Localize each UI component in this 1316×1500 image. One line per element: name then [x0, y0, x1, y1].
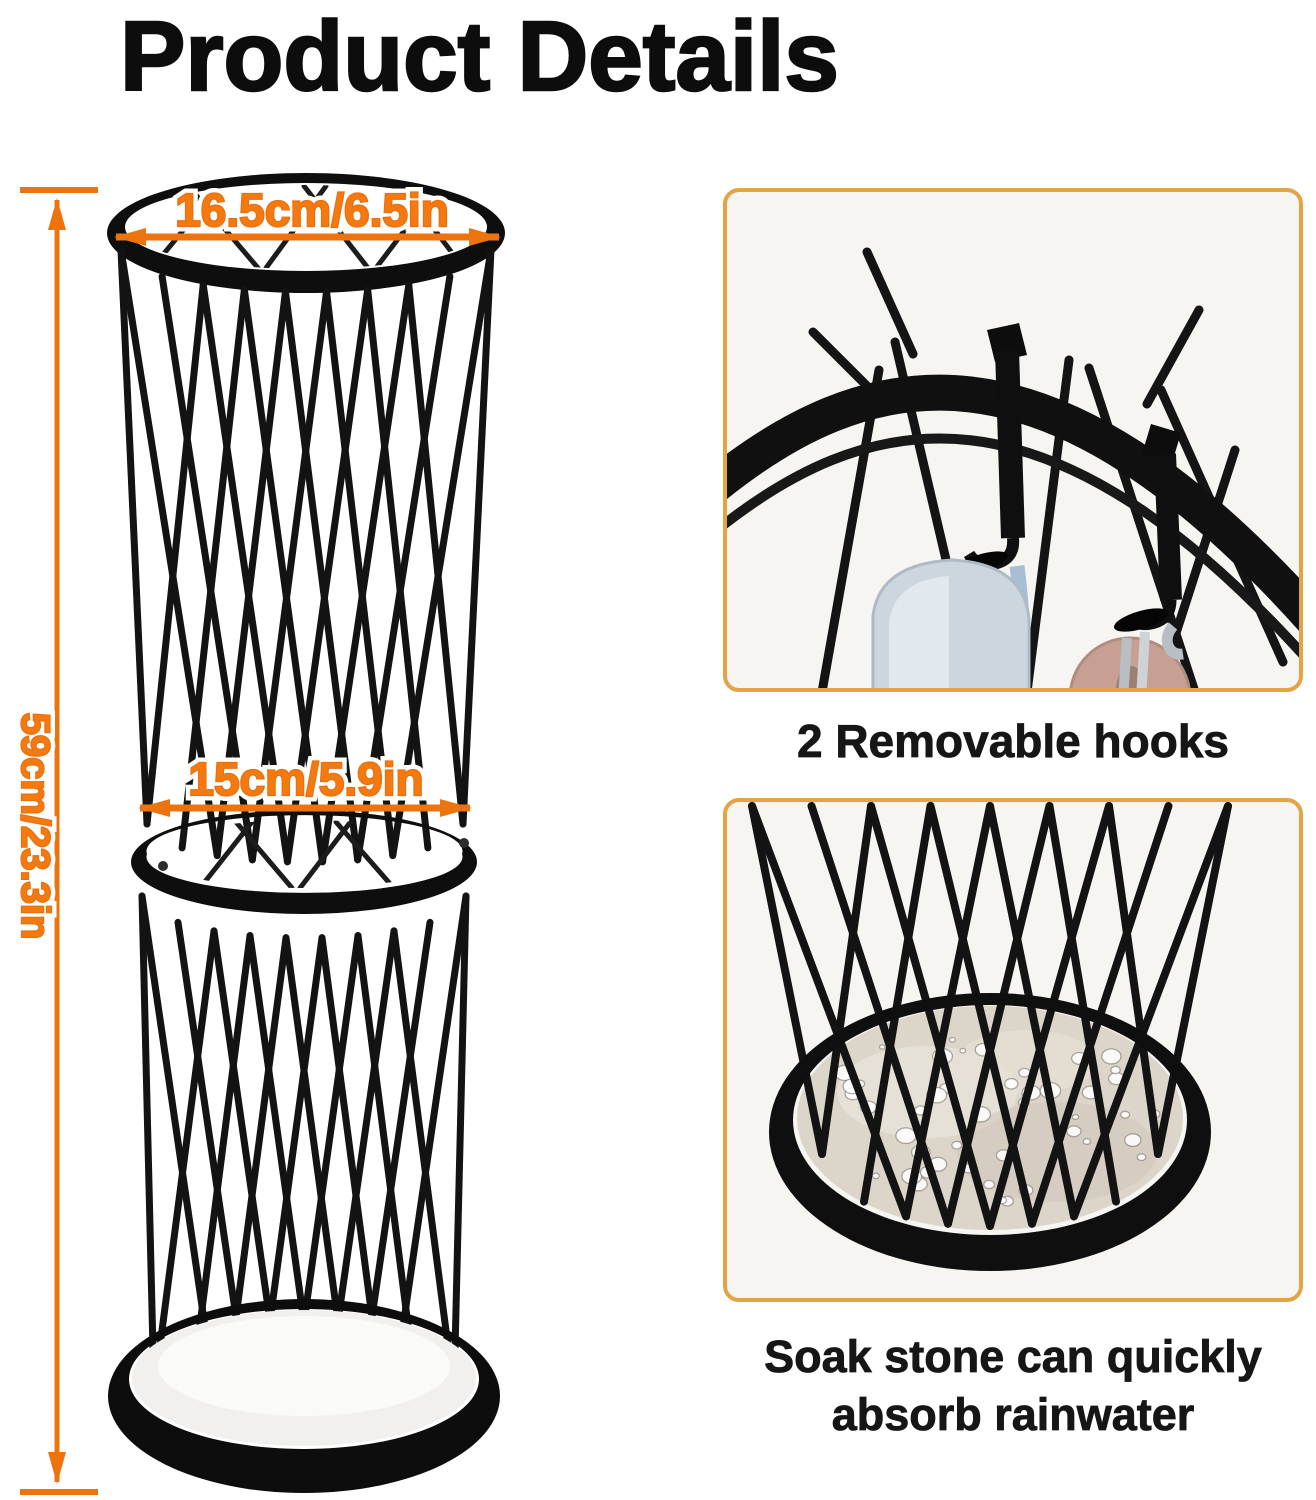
hooks-closeup-photo	[727, 247, 1299, 688]
height-label: 59cm/23.3in	[13, 713, 57, 940]
right-hook-clip	[1113, 608, 1169, 632]
upper-wire-lattice	[117, 246, 495, 866]
middle-opening-back-wires	[197, 820, 395, 888]
umbrella-cap-highlight	[889, 576, 949, 688]
base-closeup-photo	[748, 802, 1232, 1271]
base-cage-wires	[748, 802, 1232, 1230]
left-hook-strap	[995, 349, 1025, 539]
height-label-outline: 59cm/23.3in	[13, 713, 57, 940]
middle-ring	[130, 809, 477, 915]
stone-caption: Soak stone can quickly absorb rainwater	[764, 1331, 1262, 1440]
hooks-feature-box	[723, 188, 1303, 692]
silver-hook-leg-right	[1136, 631, 1150, 688]
silver-hook-leg-left	[1118, 637, 1132, 688]
base-rim	[108, 1299, 500, 1493]
soak-stone-feature-box	[723, 798, 1303, 1302]
rim-arc	[727, 374, 1299, 631]
base-stone-highlight	[158, 1316, 450, 1416]
rim-arc-inner-edge	[727, 433, 1299, 658]
right-hook-strap	[1154, 453, 1182, 601]
page-title: Product Details	[119, 0, 840, 112]
right-hook-tab	[1142, 424, 1181, 463]
silver-hook-bend	[1161, 622, 1184, 660]
ring-screw-left	[158, 861, 168, 871]
height-dimension-line	[20, 187, 98, 1495]
middle-diameter-label: 15cm/5.9in	[188, 753, 423, 805]
hooks-caption: 2 Removable hooks	[796, 715, 1230, 768]
umbrella-stand-diagram: 16.5cm/6.5in 16.5cm/6.5in 15cm/5.9in 15c…	[11, 173, 505, 1495]
top-diameter-label-outline: 16.5cm/6.5in	[175, 184, 449, 236]
top-diameter-label: 16.5cm/6.5in	[175, 184, 449, 236]
ring-screw-right	[459, 838, 469, 848]
middle-diameter-label-outline: 15cm/5.9in	[188, 753, 423, 805]
